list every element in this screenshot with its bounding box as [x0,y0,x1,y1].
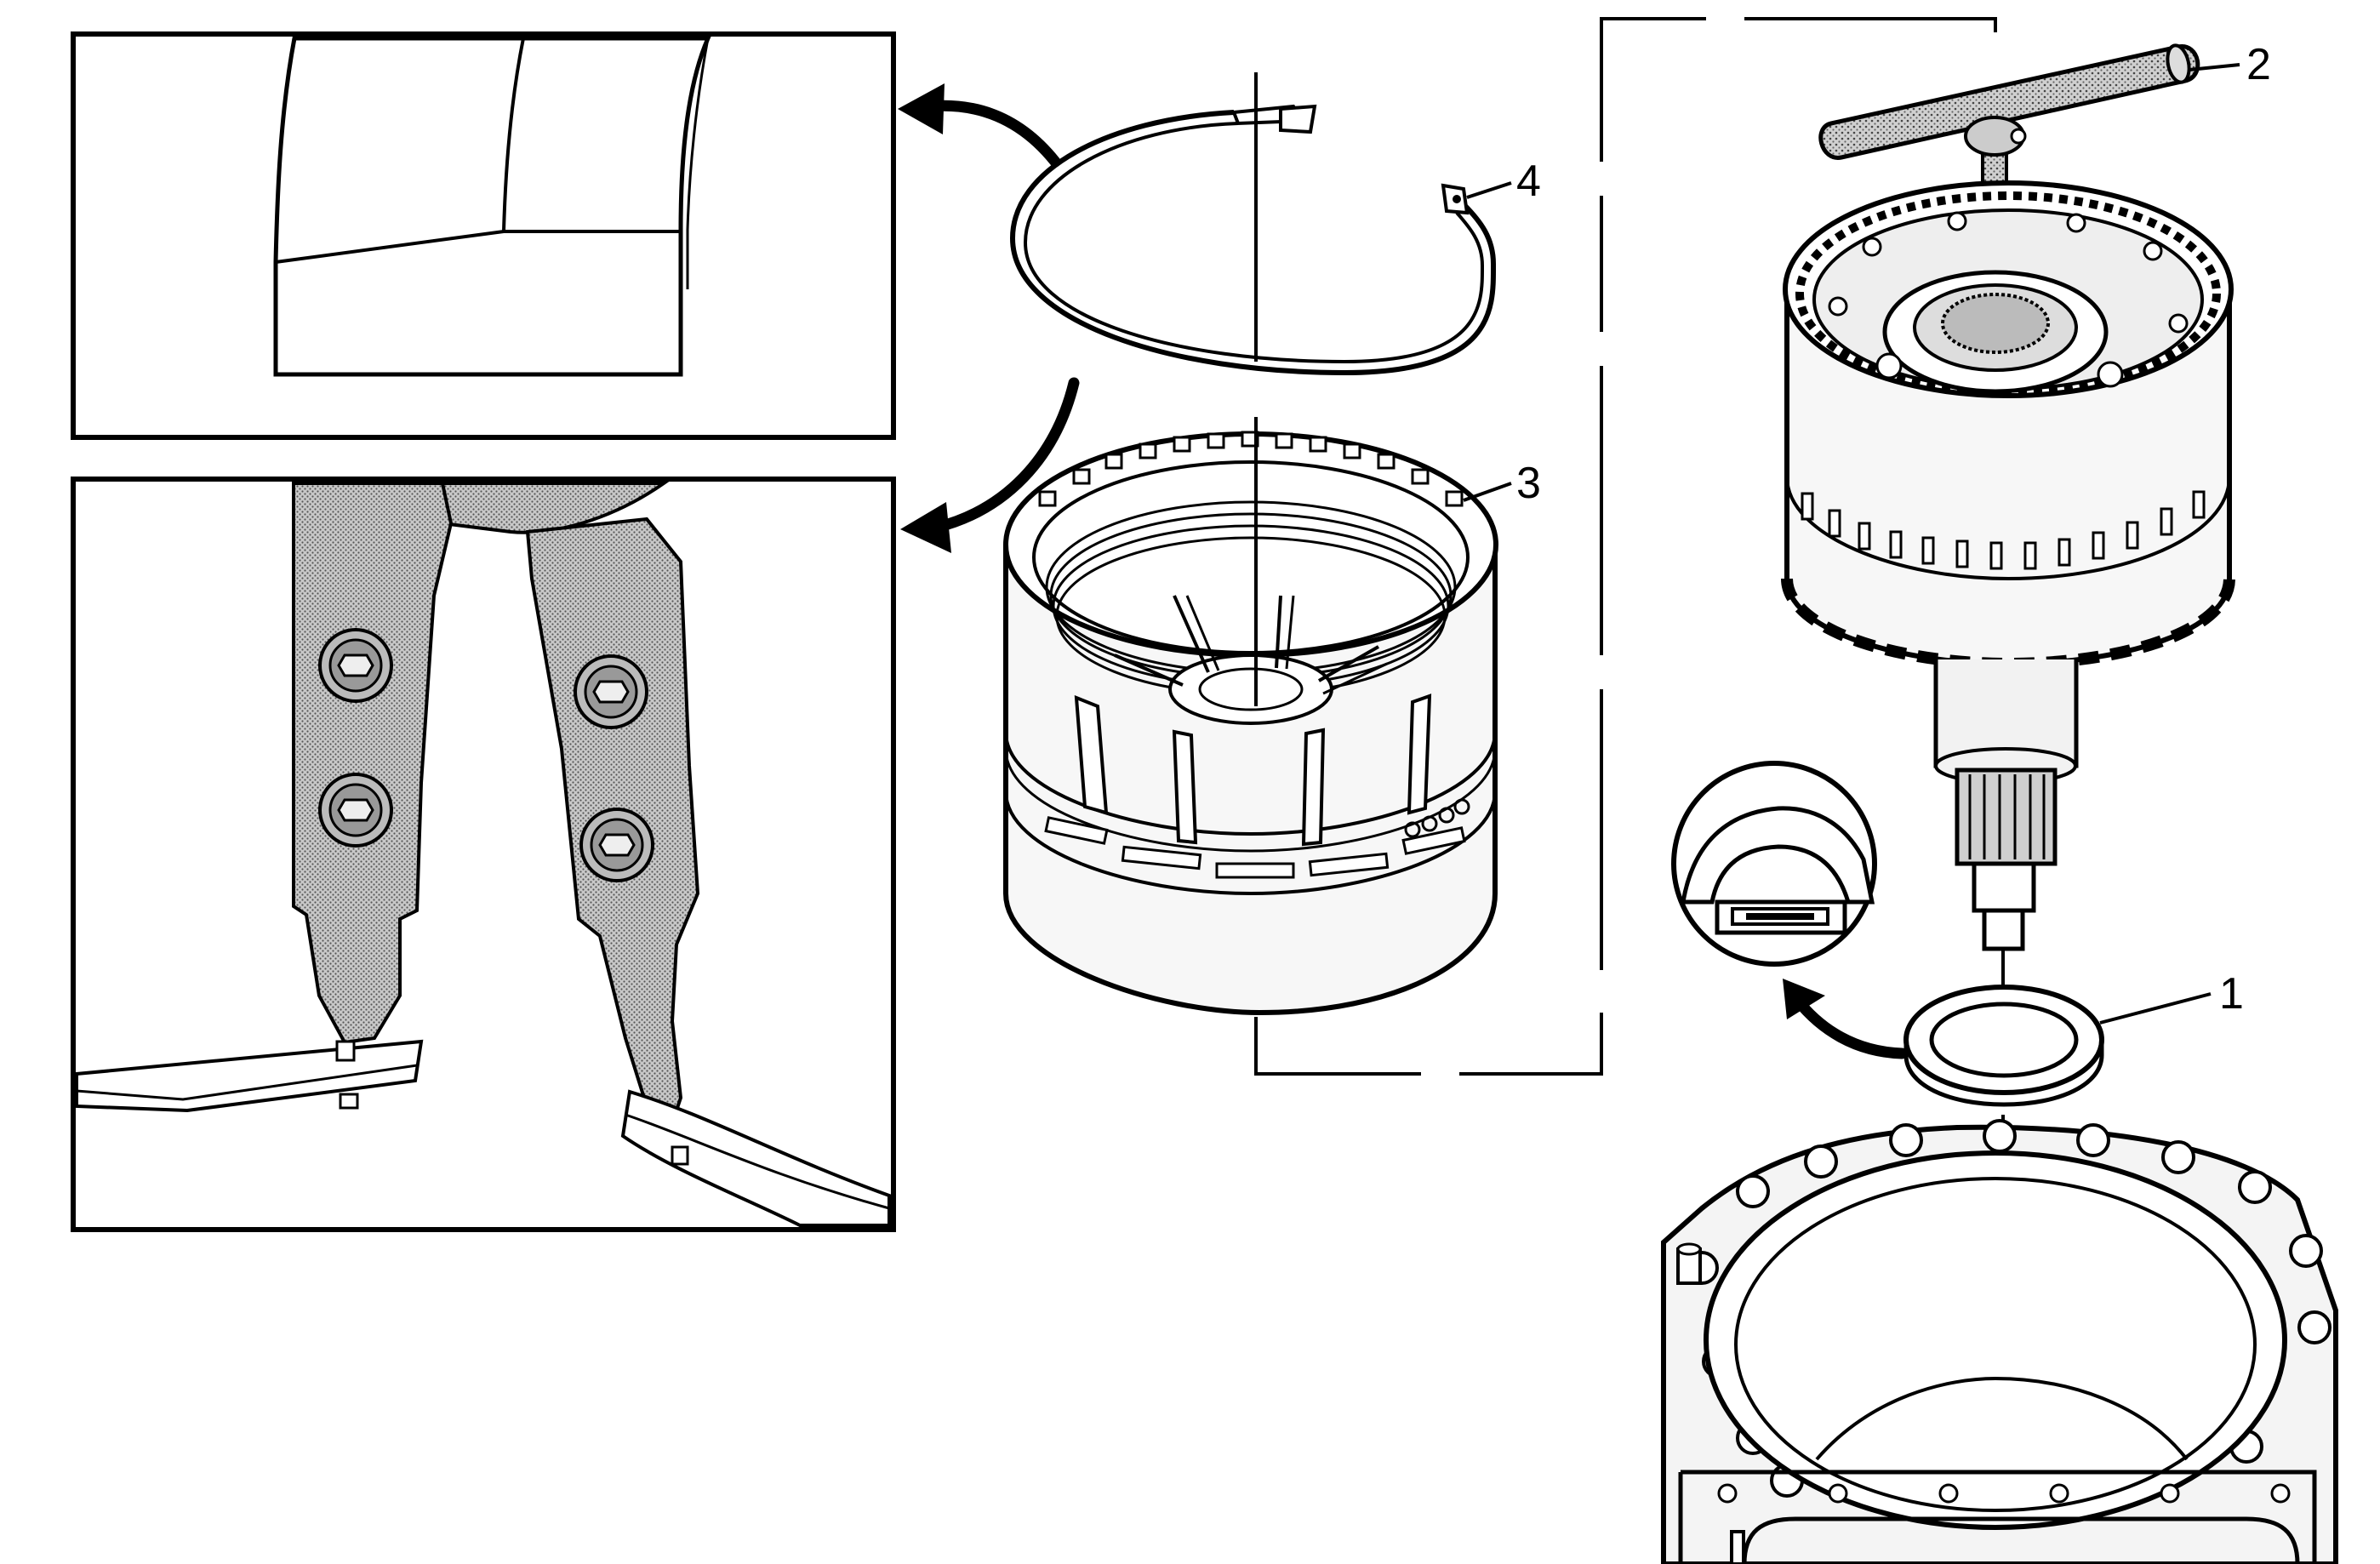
snap-ring [1009,104,1497,376]
callout-leaders [1463,63,2240,1025]
hex-bolt-icon [579,808,654,882]
clutch-housing [1003,431,1498,1016]
callout-4: 4 [1516,157,1541,206]
curved-arrow-icon [900,377,1080,553]
transmission-case [1661,1119,2338,1564]
callout-3: 3 [1516,459,1541,508]
curved-arrow-icon [1783,979,1908,1059]
hex-bolt-icon [574,654,648,729]
thrust-washer [1903,985,2104,1107]
hex-bolt-icon [318,628,393,703]
callout-2: 2 [2246,40,2271,89]
callout-1: 1 [2219,969,2244,1019]
seal-detail-magnifier [1671,761,1877,967]
detail-panel-ring-pliers [71,477,896,1232]
assembly-bracket-line [1254,17,1997,1076]
curved-arrow-icon [898,83,1061,168]
hex-bolt-icon [318,773,393,848]
clutch-assembly-with-shaft [1781,180,2235,951]
detail-panel-ring-end [71,31,896,440]
